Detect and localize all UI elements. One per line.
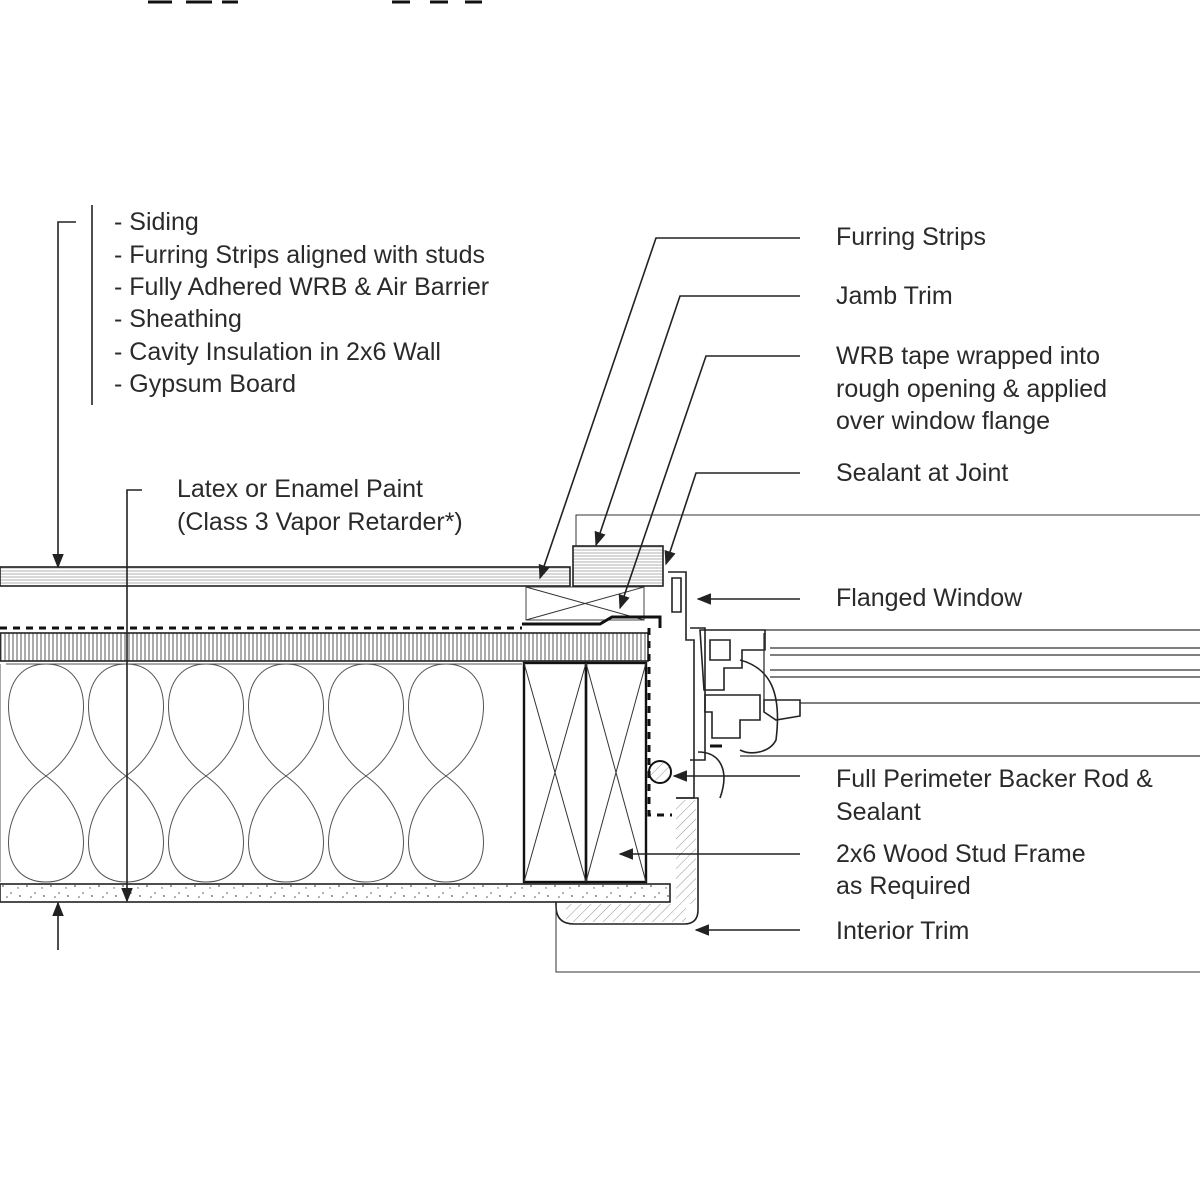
wrb-tape	[522, 615, 662, 628]
leader-lines	[538, 237, 800, 936]
wrb-jamb-dash	[647, 628, 672, 817]
siding-board	[0, 566, 571, 587]
wood-studs	[522, 661, 648, 884]
paint-note: Latex or Enamel Paint (Class 3 Vapor Ret…	[177, 475, 463, 536]
dimension-lines	[52, 205, 142, 950]
callout-labels: Furring Strips Jamb Trim WRB tape wrappe…	[836, 223, 1153, 945]
callout-wrb-tape-line3: over window flange	[836, 407, 1050, 435]
sheathing-layer	[0, 632, 649, 662]
assembly-item-insulation: - Cavity Insulation in 2x6 Wall	[114, 338, 441, 366]
glazing-lines	[740, 629, 1200, 757]
interior-trim	[555, 797, 699, 925]
callout-backer-rod-line1: Full Perimeter Backer Rod &	[836, 765, 1153, 793]
wall-assembly	[0, 566, 671, 903]
assembly-item-siding: - Siding	[114, 208, 199, 236]
furring-strip	[525, 586, 645, 621]
callout-interior-trim: Interior Trim	[836, 917, 969, 945]
cavity-insulation	[0, 663, 522, 883]
callout-wrb-tape-line2: rough opening & applied	[836, 375, 1107, 403]
callout-stud-frame-line2: as Required	[836, 872, 971, 900]
callout-backer-rod-line2: Sealant	[836, 798, 921, 826]
gypsum-board	[0, 883, 671, 903]
assembly-item-furring: - Furring Strips aligned with studs	[114, 241, 485, 269]
callout-stud-frame-line1: 2x6 Wood Stud Frame	[836, 840, 1086, 868]
callout-sealant-joint: Sealant at Joint	[836, 459, 1008, 487]
assembly-item-gypsum: - Gypsum Board	[114, 370, 296, 398]
callout-flanged-window: Flanged Window	[836, 584, 1023, 612]
assembly-item-wrb: - Fully Adhered WRB & Air Barrier	[114, 273, 489, 301]
window-assembly	[555, 514, 1200, 973]
jamb-trim	[572, 545, 664, 587]
paint-note-line2: (Class 3 Vapor Retarder*)	[177, 508, 463, 536]
wall-assembly-list: - Siding - Furring Strips aligned with s…	[114, 208, 489, 398]
backer-rod	[648, 760, 672, 784]
paint-note-line1: Latex or Enamel Paint	[177, 475, 423, 503]
callout-wrb-tape-line1: WRB tape wrapped into	[836, 342, 1100, 370]
callout-furring-strips: Furring Strips	[836, 223, 986, 251]
assembly-item-sheathing: - Sheathing	[114, 305, 242, 333]
callout-jamb-trim: Jamb Trim	[836, 282, 953, 310]
